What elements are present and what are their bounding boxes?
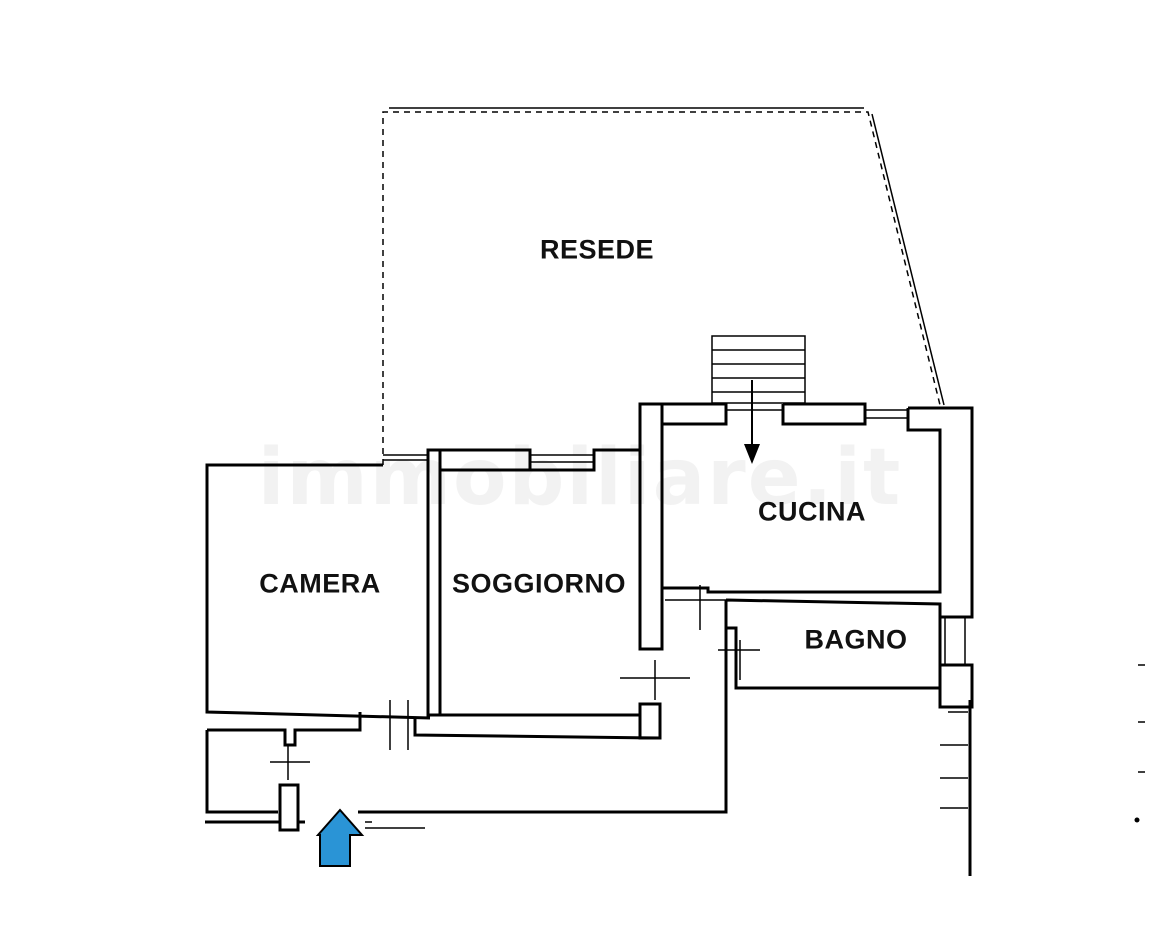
watermark: immobiliare.it [257, 433, 903, 523]
exterior-steps [711, 335, 806, 404]
room-label-cucina: CUCINA [758, 496, 866, 527]
scale-marks [1134, 664, 1145, 823]
kitchen-entry-arrow [744, 380, 760, 464]
corridor-walls [205, 628, 728, 832]
room-label-camera: CAMERA [259, 568, 381, 599]
room-label-soggiorno: SOGGIORNO [451, 568, 627, 599]
exterior-wall-right [940, 700, 972, 876]
soggiorno-walls [383, 402, 664, 740]
door-marks [270, 585, 760, 780]
cucina-walls [640, 402, 974, 619]
room-label-resede: RESEDE [539, 234, 655, 265]
resede-boundary [382, 107, 945, 465]
entrance-arrow-icon [315, 808, 365, 867]
camera-walls [205, 463, 431, 720]
room-label-bagno: BAGNO [804, 624, 908, 655]
